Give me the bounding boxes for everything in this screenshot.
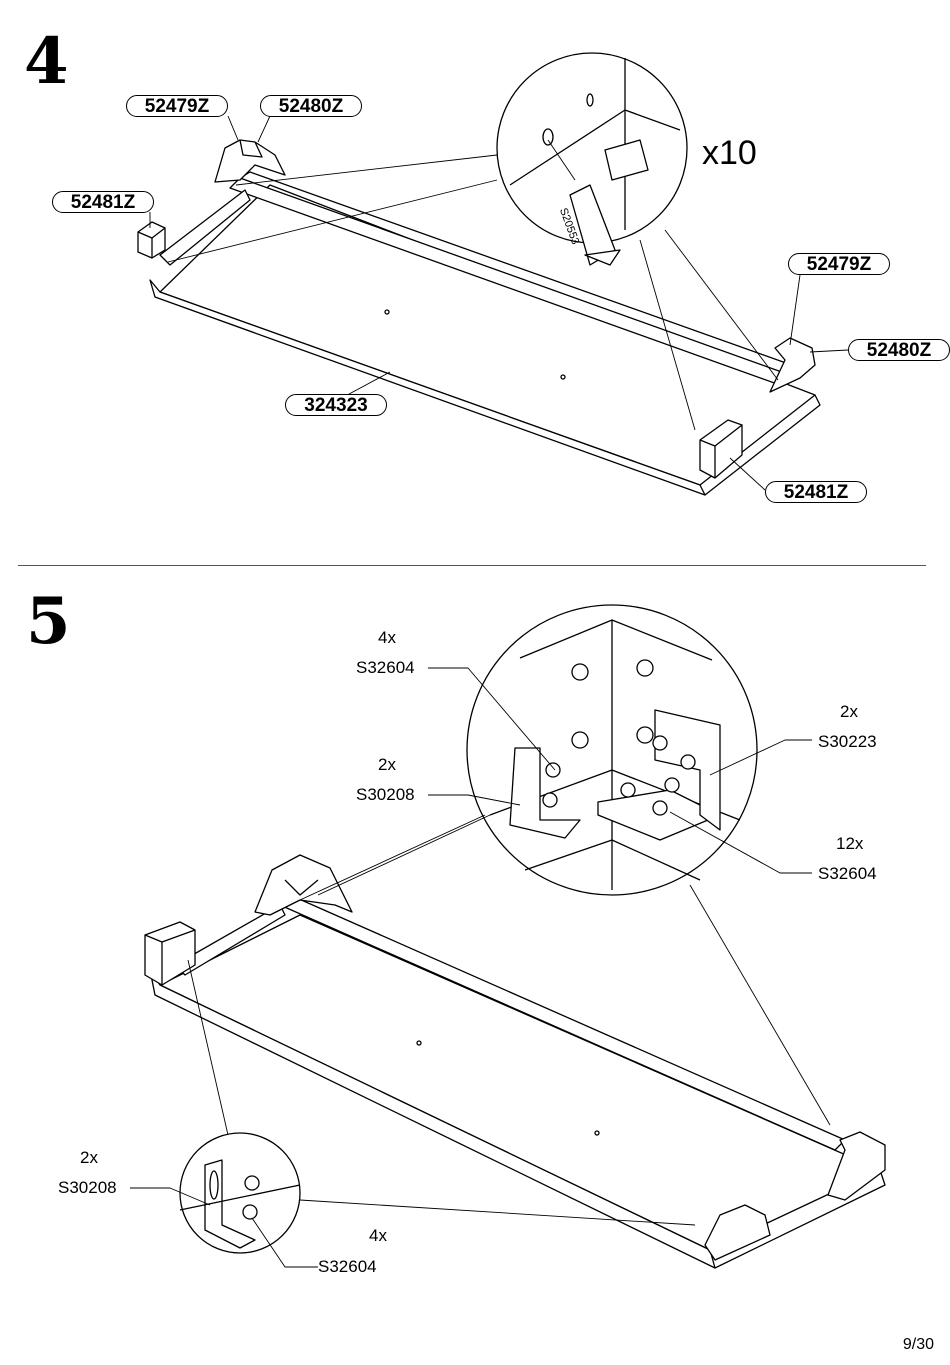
step4-foot-left-back [214, 139, 286, 183]
step-divider [18, 565, 926, 566]
step5-detail-circle-large [466, 604, 758, 896]
step4-detail-circle [496, 52, 688, 266]
step5-foot-back-right [827, 1131, 886, 1201]
part-label-324323: 324323 [285, 394, 387, 416]
part-label-52481z-bottom: 52481Z [765, 481, 867, 503]
step5-foot-back-left [254, 854, 353, 916]
callout-6-part: S32604 [318, 1257, 377, 1276]
part-label-52480z-top: 52480Z [260, 95, 362, 117]
step5-foot-front-right [704, 1204, 771, 1261]
part-label-52479z-top: 52479Z [126, 95, 228, 117]
step5-leaders [130, 667, 831, 1268]
part-label-52481z-left: 52481Z [52, 191, 154, 213]
callout-3-qty: 2x [840, 702, 858, 721]
step-5-number: 5 [26, 584, 71, 659]
part-label-52480z-right: 52480Z [848, 339, 950, 361]
callout-2-part: S30208 [356, 785, 415, 804]
callout-4-part: S32604 [818, 864, 877, 883]
callout-4-qty: 12x [836, 834, 864, 853]
step5-detail-circle-small [179, 1132, 301, 1254]
step4-foot-left-front [137, 221, 166, 259]
callout-5-qty: 2x [80, 1148, 98, 1167]
callout-5-part: S30208 [58, 1178, 117, 1197]
step4-foot-right-back [769, 337, 816, 393]
part-label-52479z-right: 52479Z [788, 253, 890, 275]
callout-1-part: S32604 [356, 658, 415, 677]
page-number: 9/30 [902, 1336, 934, 1353]
step-4-number: 4 [24, 24, 69, 99]
step4-foot-right-front [699, 419, 743, 479]
callout-1-qty: 4x [378, 628, 396, 647]
callout-6-qty: 4x [369, 1226, 387, 1245]
multiplier-label: x10 [702, 134, 757, 172]
step5-foot-front-left [144, 921, 196, 986]
callout-2-qty: 2x [378, 755, 396, 774]
callout-3-part: S30223 [818, 732, 877, 751]
step5-bottom-panel [149, 894, 886, 1269]
